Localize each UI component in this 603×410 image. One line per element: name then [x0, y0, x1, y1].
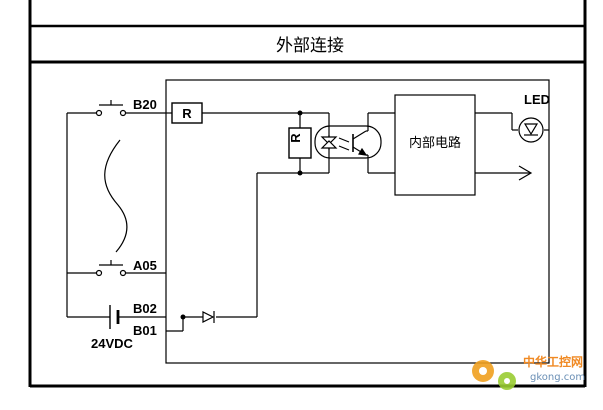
- terminal-b01-label: B01: [133, 323, 157, 338]
- switch-b20: [95, 100, 127, 117]
- wave-continuation: [104, 139, 128, 253]
- section-title: 外部连接: [276, 36, 344, 56]
- table-frame: [28, 0, 587, 388]
- switch-a05: [95, 260, 127, 277]
- output-lines: [475, 112, 549, 181]
- terminal-b20-label: B20: [133, 97, 157, 112]
- junction-dots: [180, 110, 303, 320]
- module-boundary: [165, 79, 550, 364]
- supply-voltage-label: 24VDC: [91, 336, 134, 351]
- external-wiring: [66, 112, 166, 318]
- input-diode: [202, 311, 215, 323]
- shunt-resistor: [288, 127, 312, 159]
- internal-circuit-label: 内部电路: [409, 135, 461, 151]
- internal-circuit-box: [394, 94, 476, 196]
- series-resistor: [171, 102, 203, 124]
- indicator-led: [518, 117, 544, 143]
- terminal-b02-label: B02: [133, 301, 157, 316]
- shunt-resistor-label: R: [288, 133, 303, 143]
- watermark-brand: 中华工控网: [523, 354, 583, 369]
- dc-supply: [109, 305, 166, 329]
- transistor-leads: [366, 112, 395, 174]
- optocoupler: [314, 125, 382, 159]
- series-resistor-label: R: [182, 106, 192, 121]
- watermark-url: gkong.com: [530, 372, 585, 383]
- led-label: LED: [524, 92, 550, 107]
- terminal-a05-label: A05: [133, 258, 157, 273]
- watermark-logo: [472, 360, 516, 390]
